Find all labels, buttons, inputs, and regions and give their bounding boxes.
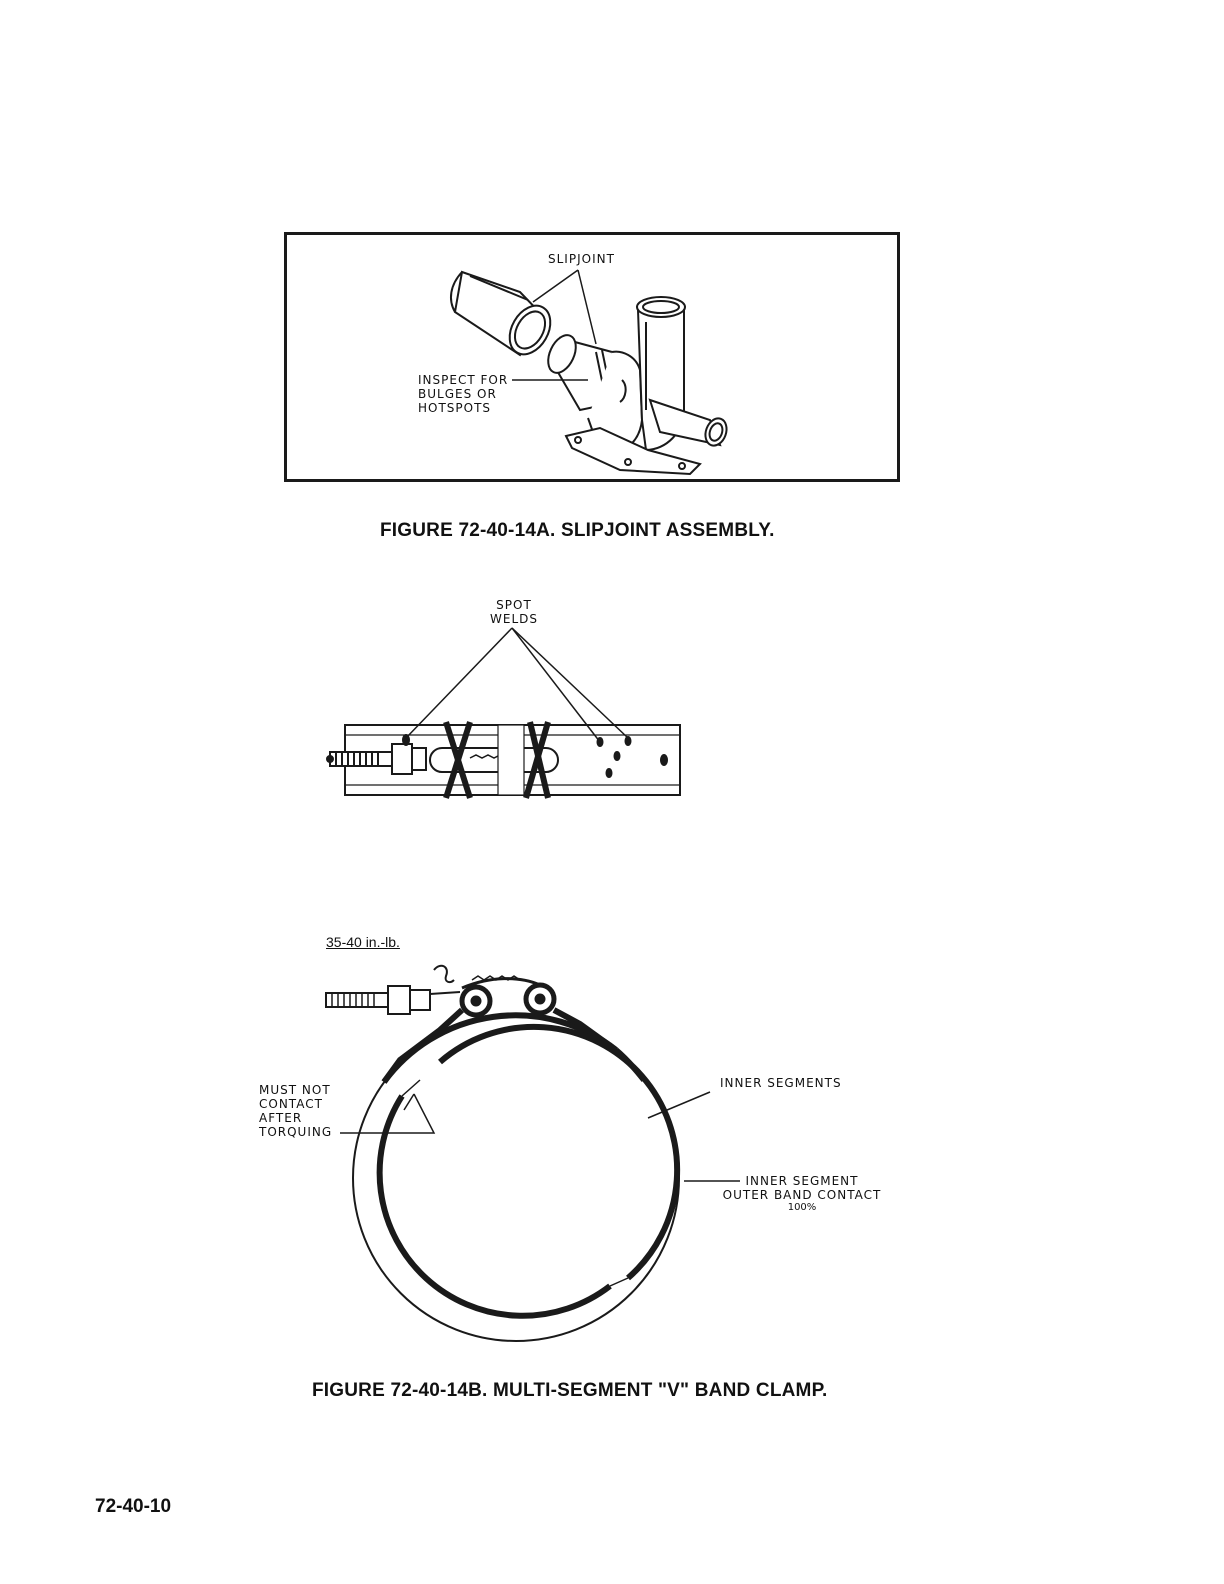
figure-a-caption: FIGURE 72-40-14A. SLIPJOINT ASSEMBLY. xyxy=(380,520,775,542)
inner-segments-label: INNER SEGMENTS xyxy=(720,1076,842,1090)
v-band-clamp-drawing xyxy=(326,966,740,1341)
must-not-contact-label: MUST NOT CONTACT AFTER TORQUING xyxy=(259,1083,332,1139)
spot-welds-label: SPOT WELDS xyxy=(490,598,538,626)
contact-percent-label: 100% xyxy=(720,1202,884,1213)
page-number: 72-40-10 xyxy=(95,1496,171,1518)
figure-b-caption: FIGURE 72-40-14B. MULTI-SEGMENT "V" BAND… xyxy=(312,1380,828,1402)
inspect-bulges-label: INSPECT FOR BULGES OR HOTSPOTS xyxy=(418,373,508,415)
slipjoint-label: SLIPJOINT xyxy=(548,252,615,266)
clamp-band-flat-drawing xyxy=(327,628,680,798)
slipjoint-drawing xyxy=(451,270,730,474)
torque-spec-label: 35-40 in.-lb. xyxy=(326,934,400,950)
inner-segment-contact-label: INNER SEGMENT OUTER BAND CONTACT xyxy=(720,1174,884,1202)
